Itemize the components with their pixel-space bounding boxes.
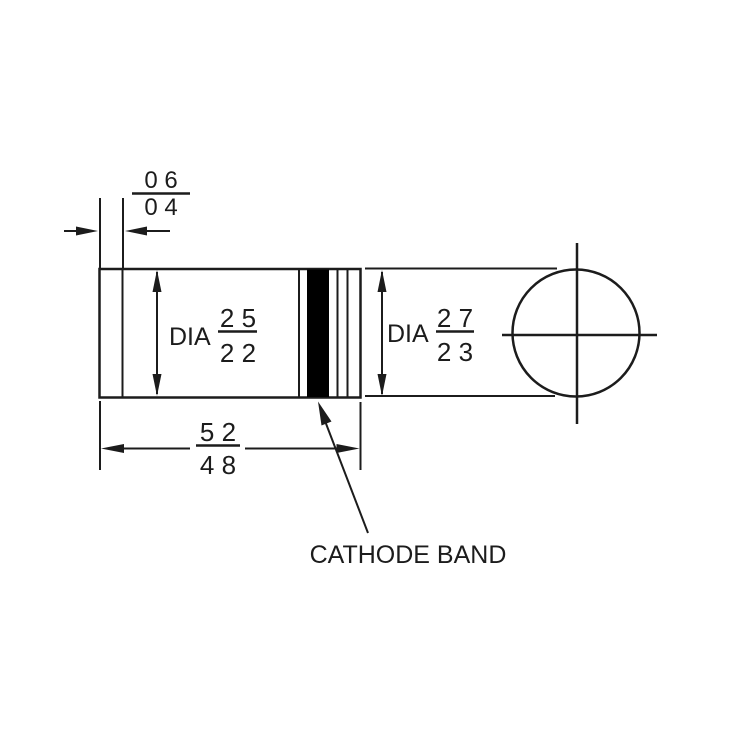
body-dia-arrowhead-up-icon [152,270,162,292]
end-dia-arrowhead-up-icon [377,270,387,292]
body-dia-arrowhead-down-icon [152,374,162,396]
length-denominator: 4 8 [200,450,236,480]
length-arrowhead-left-icon [101,444,124,453]
body-dia-label: DIA [169,323,211,351]
cathode-pointer-arrowhead-icon [318,401,332,426]
end-dia-arrowhead-down-icon [377,374,387,396]
cap-width-arrowhead-right-icon [76,226,98,236]
cathode-pointer-line [324,420,369,534]
cathode-band-label: CATHODE BAND [310,541,507,569]
end-dia-denominator: 2 3 [437,337,473,367]
package-body-outline [98,267,362,399]
cap-width-denominator: 0 4 [144,194,177,221]
body-dia-numerator: 2 5 [220,303,256,333]
end-dia-label: DIA [387,320,429,348]
length-arrowhead-right-icon [336,444,360,453]
cathode-band [307,269,329,397]
body-dia-denominator: 2 2 [220,338,256,368]
end-dia-numerator: 2 7 [437,303,473,333]
cap-width-numerator: 0 6 [144,167,177,194]
cap-width-arrowhead-left-icon [125,226,147,236]
length-numerator: 5 2 [200,417,236,447]
